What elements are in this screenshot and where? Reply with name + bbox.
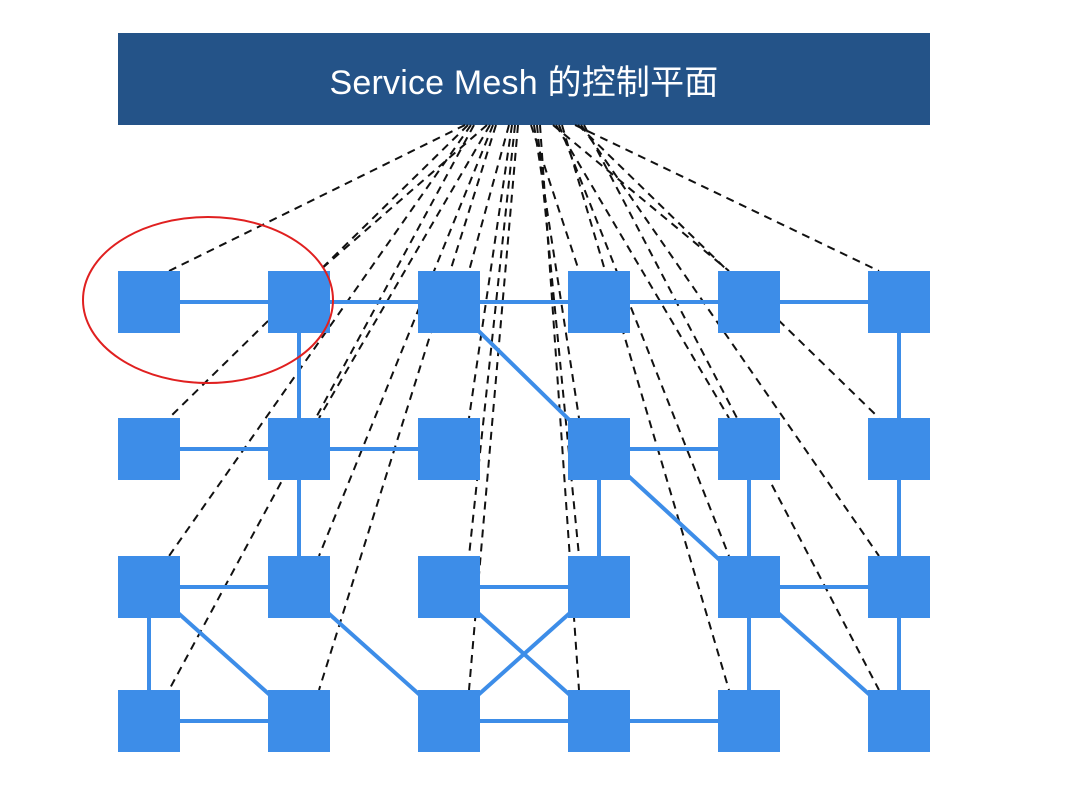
- service-node: [118, 690, 180, 752]
- control-link: [468, 124, 519, 691]
- service-node: [268, 271, 330, 333]
- control-plane-box: Service Mesh 的控制平面: [118, 33, 930, 125]
- control-link: [555, 124, 730, 419]
- control-link: [561, 124, 730, 691]
- control-link: [468, 124, 510, 272]
- service-node: [118, 418, 180, 480]
- control-link: [318, 124, 491, 419]
- control-link: [552, 124, 730, 272]
- service-node: [418, 690, 480, 752]
- service-node: [568, 690, 630, 752]
- service-node: [868, 556, 930, 618]
- control-link: [318, 124, 488, 272]
- highlight-ellipse: [82, 216, 334, 384]
- service-node: [868, 418, 930, 480]
- control-link: [318, 124, 494, 557]
- nodes-group: [118, 271, 930, 752]
- service-node: [718, 418, 780, 480]
- service-node: [418, 418, 480, 480]
- service-node: [868, 271, 930, 333]
- control-link: [468, 124, 513, 419]
- service-node: [568, 418, 630, 480]
- service-node: [568, 271, 630, 333]
- control-link: [536, 124, 580, 557]
- control-link: [558, 124, 730, 557]
- service-node: [268, 418, 330, 480]
- service-node: [418, 556, 480, 618]
- service-node: [268, 556, 330, 618]
- control-link: [580, 124, 880, 557]
- control-link: [168, 124, 475, 691]
- service-node: [268, 690, 330, 752]
- service-node: [718, 690, 780, 752]
- control-link: [574, 124, 880, 272]
- control-plane-title: Service Mesh 的控制平面: [329, 63, 719, 102]
- service-node: [118, 556, 180, 618]
- control-link: [468, 124, 516, 557]
- service-node: [118, 271, 180, 333]
- control-link: [530, 124, 580, 272]
- service-node: [718, 271, 780, 333]
- service-node: [418, 271, 480, 333]
- control-link: [168, 124, 472, 557]
- service-node: [718, 556, 780, 618]
- service-node: [868, 690, 930, 752]
- control-link: [318, 124, 497, 691]
- service-node: [568, 556, 630, 618]
